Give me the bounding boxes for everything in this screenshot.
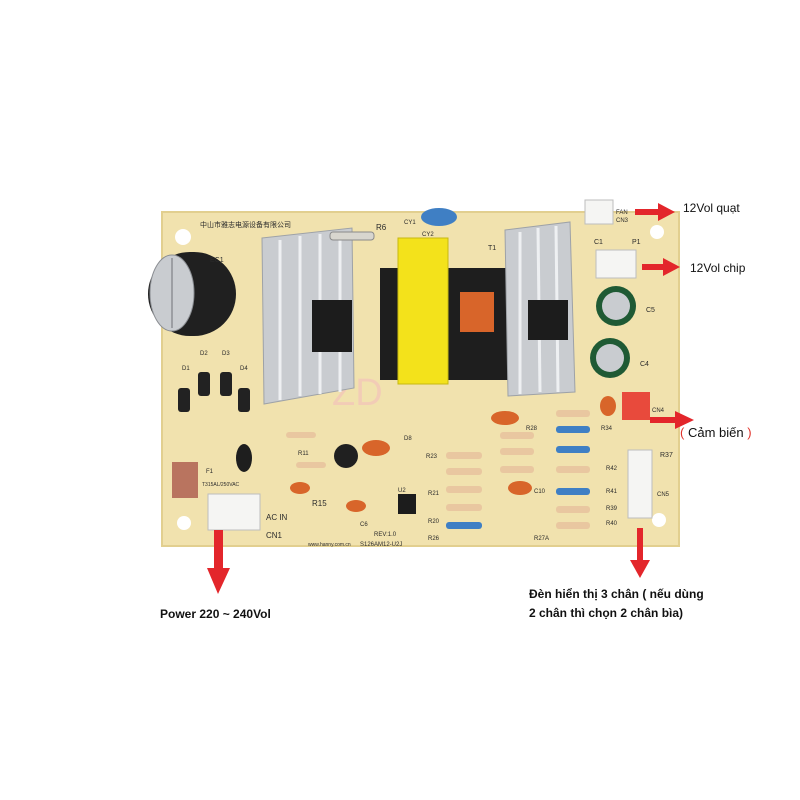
svg-text:C6: C6 xyxy=(360,522,368,528)
svg-text:D3: D3 xyxy=(222,351,230,357)
label-led-display: Đèn hiển thị 3 chân ( nếu dùng 2 chân thì… xyxy=(529,585,729,623)
mount-hole xyxy=(177,516,191,530)
heatsink-right xyxy=(504,221,576,397)
svg-text:R23: R23 xyxy=(426,454,438,460)
svg-text:D4: D4 xyxy=(240,366,248,372)
connector-sensor-cn4: CN4 xyxy=(622,392,665,420)
label-power: Power 220 ~ 240Vol xyxy=(160,607,271,621)
svg-text:CY2: CY2 xyxy=(422,232,434,238)
svg-text:T1: T1 xyxy=(488,245,496,252)
arrow-chip xyxy=(642,258,680,276)
label-chip-12v: 12Vol chip xyxy=(690,261,746,275)
fuse-f1: F1 T315AL/250VAC xyxy=(172,462,240,498)
svg-text:CN4: CN4 xyxy=(652,408,665,414)
arrow-fan xyxy=(635,203,675,221)
svg-text:T315AL/250VAC: T315AL/250VAC xyxy=(202,482,240,488)
svg-text:CN5: CN5 xyxy=(657,492,670,498)
label-sensor-text: Cảm biến xyxy=(684,425,748,440)
connector-chip-p1: C1 P1 xyxy=(594,239,641,279)
arrow-power xyxy=(207,530,230,594)
svg-text:R6: R6 xyxy=(376,223,387,232)
svg-text:C1: C1 xyxy=(594,239,603,246)
svg-text:REV:1.0: REV:1.0 xyxy=(374,532,397,538)
svg-text:P1: P1 xyxy=(632,239,641,246)
svg-text:FAN: FAN xyxy=(616,210,628,216)
svg-text:AC IN: AC IN xyxy=(266,513,288,522)
connector-fan-cn3: FAN CN3 xyxy=(584,199,629,225)
svg-text:CY1: CY1 xyxy=(404,220,416,226)
svg-text:R21: R21 xyxy=(428,491,440,497)
arrow-sensor xyxy=(650,411,694,429)
svg-text:www.hanny.com.cn: www.hanny.com.cn xyxy=(308,542,351,548)
svg-text:R34: R34 xyxy=(601,426,613,432)
svg-text:D2: D2 xyxy=(200,351,208,357)
svg-text:D8: D8 xyxy=(404,436,412,442)
svg-text:R28: R28 xyxy=(526,426,538,432)
label-sensor-close: ) xyxy=(747,425,752,440)
svg-text:C4: C4 xyxy=(640,361,649,368)
svg-text:R20: R20 xyxy=(428,519,440,525)
silk-company: 中山市雅志电源设备有限公司 xyxy=(200,220,291,229)
label-led-line1: Đèn hiển thị 3 chân ( nếu dùng xyxy=(529,587,704,601)
svg-text:U2: U2 xyxy=(398,488,406,494)
capacitor-c4: C4 xyxy=(590,338,649,378)
label-sensor-open: ( xyxy=(680,425,685,440)
arrow-led xyxy=(630,528,650,578)
label-fan-12v: 12Vol quạt xyxy=(683,201,740,215)
connector-ac-in-cn1: AC IN CN1 xyxy=(207,493,288,540)
mount-hole xyxy=(650,225,664,239)
svg-text:CN3: CN3 xyxy=(616,218,629,224)
mount-hole xyxy=(175,229,191,245)
svg-text:R40: R40 xyxy=(606,521,618,527)
capacitor-cy1: CY1 CY2 xyxy=(404,208,457,238)
svg-text:R39: R39 xyxy=(606,506,618,512)
capacitor-ec1: EC1 xyxy=(148,252,236,336)
chip-u2 xyxy=(398,494,416,514)
mount-hole xyxy=(652,513,666,527)
svg-text:S126AM12-U2J: S126AM12-U2J xyxy=(360,542,402,548)
svg-text:R15: R15 xyxy=(312,499,327,508)
label-led-line2: 2 chân thì chọn 2 chân bìa) xyxy=(529,606,684,620)
small-capacitors: U2 C6 xyxy=(236,396,616,528)
capacitor-c5: C5 xyxy=(596,286,655,326)
silk-ec1: EC1 xyxy=(210,257,224,264)
label-sensor: ( Cảm biến ) xyxy=(680,425,752,440)
svg-text:F1: F1 xyxy=(206,469,214,475)
svg-text:R11: R11 xyxy=(298,451,309,457)
resistor-array: R23 R28 R34 R42 R41 R39 R40 R27A R11 D8 … xyxy=(286,410,618,542)
heatsink-left: R6 xyxy=(261,223,387,405)
svg-text:CN1: CN1 xyxy=(266,531,283,540)
svg-text:R37: R37 xyxy=(660,452,673,459)
diodes-bridge: D1 D2 D3 D4 xyxy=(178,351,250,412)
connector-led-cn5: R37 CN5 xyxy=(627,449,673,519)
svg-text:C10: C10 xyxy=(534,489,546,495)
svg-text:R42: R42 xyxy=(606,466,618,472)
transformer-t1: T1 xyxy=(380,237,510,385)
svg-text:C5: C5 xyxy=(646,307,655,314)
svg-text:D1: D1 xyxy=(182,366,190,372)
svg-text:R26: R26 xyxy=(428,536,440,542)
svg-text:R41: R41 xyxy=(606,489,618,495)
svg-text:R27A: R27A xyxy=(534,536,549,542)
